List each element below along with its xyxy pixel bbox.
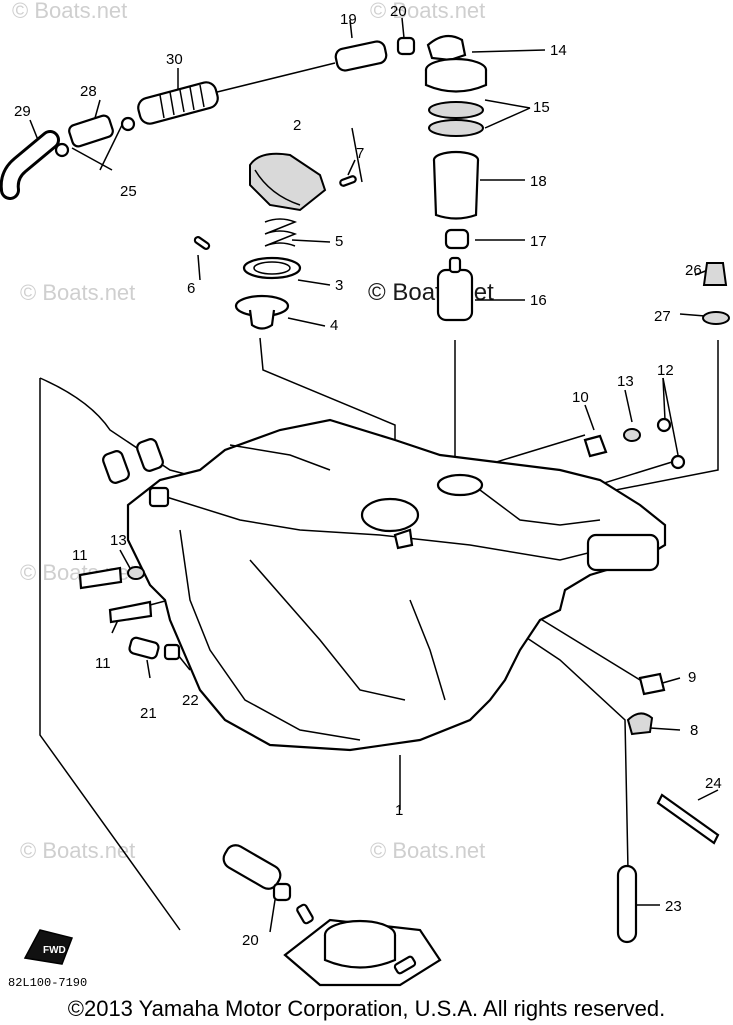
pin-7 bbox=[339, 175, 357, 187]
hose-21 bbox=[128, 636, 160, 660]
hose-bottom bbox=[222, 844, 282, 890]
callout: 3 bbox=[335, 277, 343, 294]
callout: 4 bbox=[330, 317, 338, 334]
watermark: © Boats.net bbox=[20, 280, 135, 305]
fuel-tank bbox=[126, 418, 667, 752]
callout: 19 bbox=[340, 11, 357, 28]
cap-base-4 bbox=[234, 294, 290, 330]
callout: 28 bbox=[80, 83, 97, 100]
fwd-arrow: FWD bbox=[23, 929, 74, 965]
callouts: 1 2 3 4 5 6 7 8 9 10 11 11 12 13 13 14 1… bbox=[14, 3, 722, 949]
fuel-pickup-14 bbox=[424, 34, 488, 93]
fuel-hose-29 bbox=[0, 130, 60, 200]
bolt-11-lower bbox=[108, 600, 153, 624]
callout: 16 bbox=[530, 292, 547, 309]
hose-23 bbox=[616, 864, 638, 944]
washer-27 bbox=[702, 311, 730, 325]
spring-5 bbox=[264, 218, 298, 247]
callout: 12 bbox=[657, 362, 674, 379]
callout: 24 bbox=[705, 775, 722, 792]
watermark: © Boats.net bbox=[368, 279, 494, 306]
callout: 25 bbox=[120, 183, 137, 200]
fuel-pump bbox=[283, 903, 442, 987]
callout: 11 bbox=[95, 655, 111, 672]
hose-19 bbox=[334, 40, 388, 72]
washer-13-left bbox=[127, 566, 145, 580]
strainer-18 bbox=[432, 150, 480, 220]
callout: 14 bbox=[550, 42, 567, 59]
callout: 20 bbox=[390, 3, 407, 20]
bolt-11-upper bbox=[78, 566, 123, 590]
watermark: © Boats.net bbox=[20, 838, 135, 863]
copyright-notice: ©2013 Yamaha Motor Corporation, U.S.A. A… bbox=[67, 996, 666, 1021]
screw-9 bbox=[638, 672, 666, 696]
callout: 21 bbox=[140, 705, 157, 722]
callout: 6 bbox=[187, 280, 195, 297]
watermark: © Boats.net bbox=[370, 838, 485, 863]
callout: 9 bbox=[688, 669, 696, 686]
leader-lines bbox=[29, 17, 719, 933]
clip-20-bottom bbox=[272, 882, 292, 902]
clip-22 bbox=[163, 643, 181, 661]
callout: 11 bbox=[72, 547, 88, 564]
fuel-cap-2 bbox=[249, 152, 327, 212]
washer-15 bbox=[428, 101, 484, 137]
doc-number: 82L100-7190 bbox=[8, 976, 88, 990]
watermark: © Boats.net bbox=[370, 0, 485, 23]
hose-joint-28 bbox=[68, 114, 114, 148]
clip-20-top bbox=[396, 36, 416, 56]
callout: 18 bbox=[530, 173, 547, 190]
watermark: © Boats.net bbox=[12, 0, 127, 23]
screw-10 bbox=[583, 434, 608, 458]
pin-6 bbox=[193, 236, 211, 250]
callout: 13 bbox=[617, 373, 634, 390]
breather-hose-30 bbox=[137, 81, 219, 125]
clip-25 bbox=[54, 116, 136, 158]
callout: 17 bbox=[530, 233, 547, 250]
callout: 10 bbox=[572, 389, 589, 406]
tank-hoses bbox=[102, 438, 164, 484]
callout: 29 bbox=[14, 103, 31, 120]
callout: 27 bbox=[654, 308, 671, 325]
band-24 bbox=[656, 793, 720, 845]
callout: 1 bbox=[395, 802, 403, 819]
washer-13-right bbox=[623, 428, 641, 442]
callout: 8 bbox=[690, 722, 698, 739]
callout: 7 bbox=[356, 145, 364, 162]
callout: 26 bbox=[685, 262, 702, 279]
callout: 30 bbox=[166, 51, 183, 68]
filter-16 bbox=[436, 256, 474, 322]
cap-8 bbox=[626, 712, 654, 736]
callout: 2 bbox=[293, 117, 301, 134]
nut-26 bbox=[702, 262, 728, 286]
gasket-3 bbox=[242, 256, 302, 280]
callout: 13 bbox=[110, 532, 127, 549]
callout: 22 bbox=[182, 692, 199, 709]
washer-12 bbox=[656, 417, 686, 470]
callout: 23 bbox=[665, 898, 682, 915]
parts-diagram: © Boats.net © Boats.net © Boats.net © Bo… bbox=[0, 0, 730, 987]
fwd-label: FWD bbox=[43, 945, 66, 956]
clip-17 bbox=[444, 228, 470, 250]
callout: 15 bbox=[533, 99, 550, 116]
callout: 20 bbox=[242, 932, 259, 949]
callout: 5 bbox=[335, 233, 343, 250]
